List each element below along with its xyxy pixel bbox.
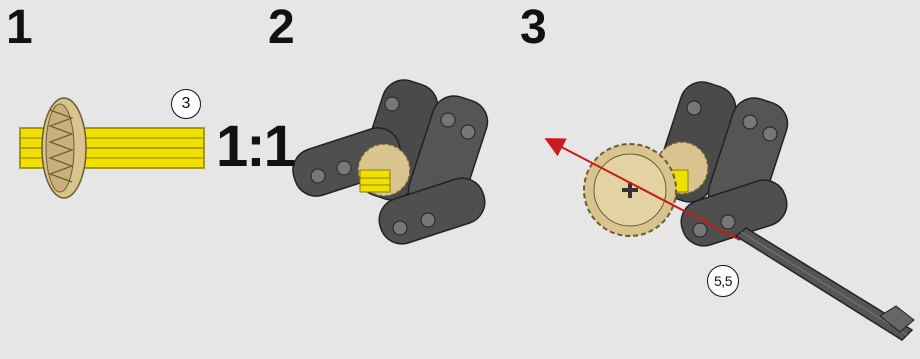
tan-gear-icon [358,144,410,196]
axle-length-callout: 3 [171,89,201,119]
gray-axle-icon [736,228,914,340]
tan-gear-icon [42,98,86,198]
gear-ratio-label: 1:1 [216,118,294,176]
tan-gear-icon [584,144,676,236]
axle-length-callout: 5,5 [707,265,739,297]
